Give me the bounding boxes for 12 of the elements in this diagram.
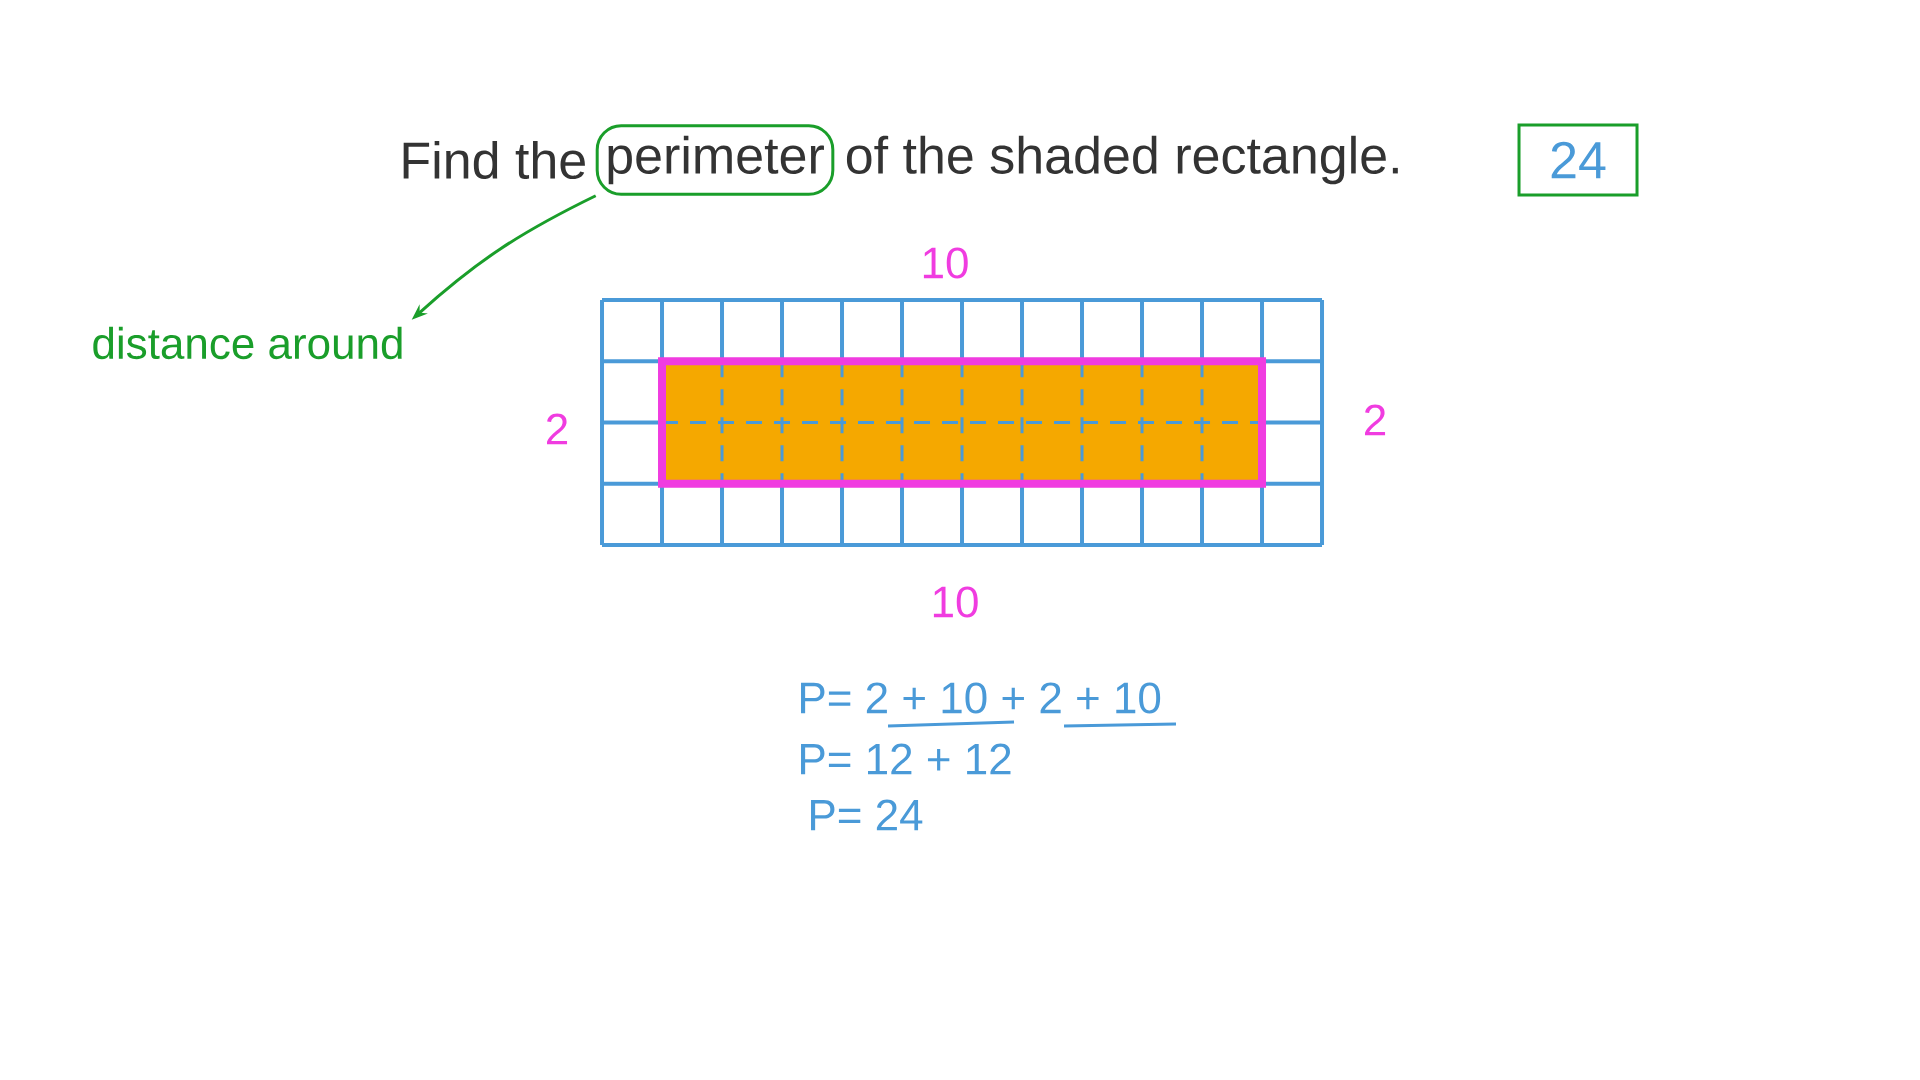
equation-line: P= 24	[811, 799, 923, 831]
question-text: of the shaded rectangle.	[846, 135, 1398, 185]
circled-word: perimeter	[595, 124, 835, 196]
equation-line: P= 12 + 12	[801, 743, 1011, 775]
annotation-text: distance around	[93, 326, 402, 360]
question-text: Find the	[403, 140, 585, 180]
dimension-label: 10	[923, 247, 968, 279]
dimension-label: 2	[547, 413, 568, 445]
answer-box: 24	[1517, 123, 1639, 197]
dimension-label: 2	[1365, 404, 1386, 436]
equation-line: P= 2 + 10 + 2 + 10	[801, 682, 1161, 714]
dimension-label: 10	[933, 586, 978, 618]
